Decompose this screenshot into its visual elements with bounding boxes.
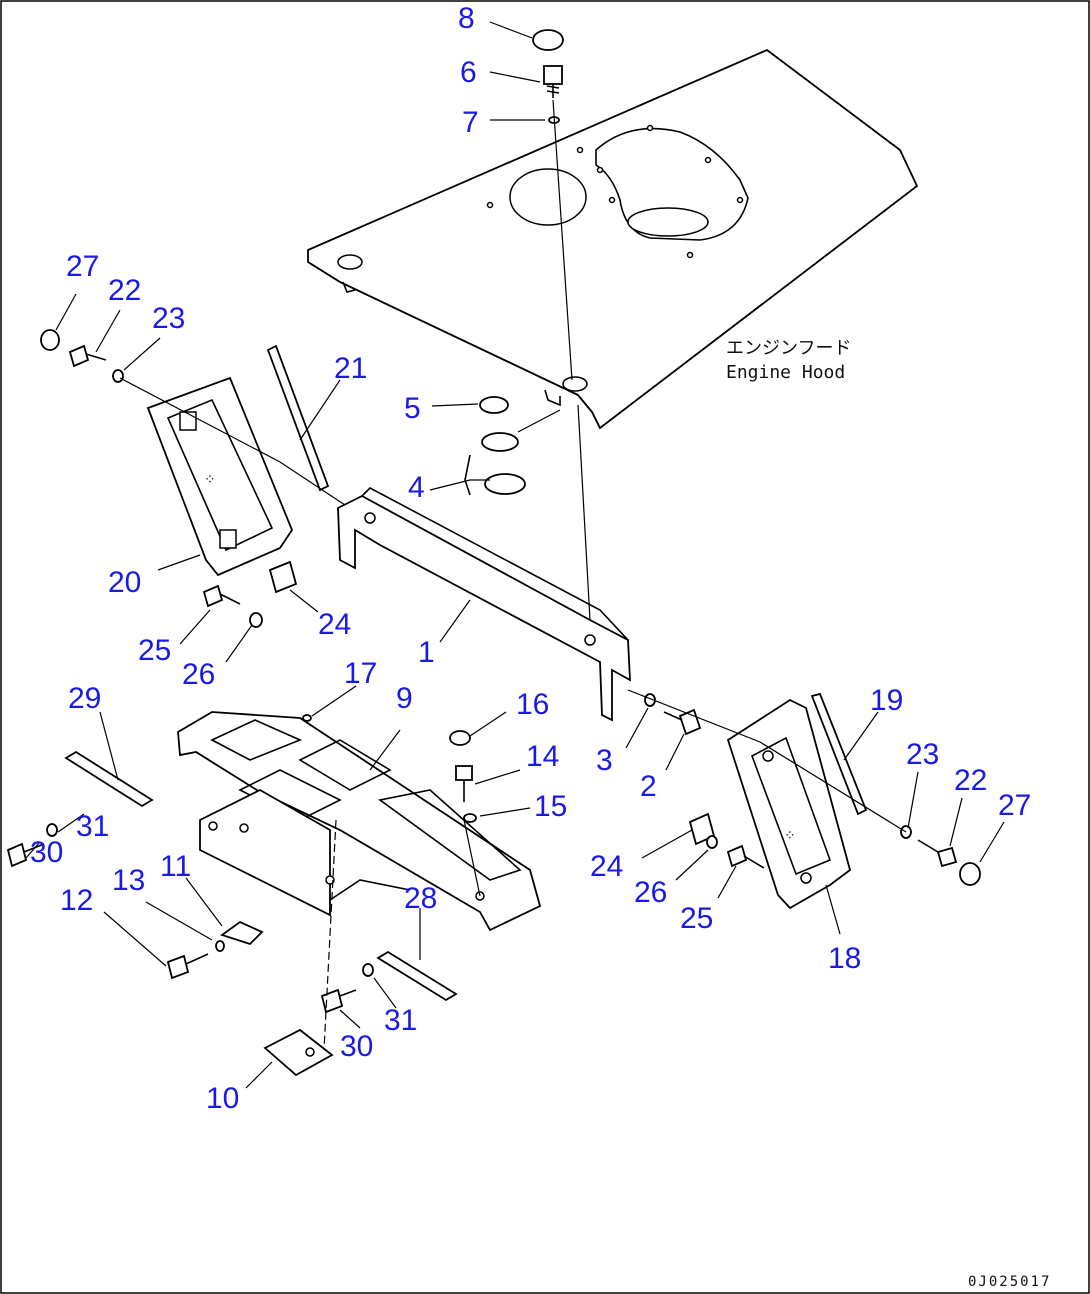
callout-9: 9 — [396, 682, 413, 715]
washer-part-5 — [479, 396, 509, 414]
callout-7: 7 — [462, 106, 479, 139]
callout-8: 8 — [458, 2, 475, 35]
washer-part-26-right — [706, 835, 718, 849]
washer-part-4b — [484, 473, 526, 495]
callout-25-left: 25 — [138, 634, 171, 667]
washer-part-26-left — [249, 612, 263, 628]
washer-part-31-right — [362, 963, 374, 977]
callout-30-right: 30 — [340, 1030, 373, 1063]
washer-part-23-left — [112, 369, 124, 383]
rod-part-28 — [376, 950, 458, 1002]
callout-10: 10 — [206, 1082, 239, 1115]
washer-part-13 — [215, 940, 225, 952]
callout-1: 1 — [418, 636, 435, 669]
callout-23-right: 23 — [906, 738, 939, 771]
callout-12: 12 — [60, 884, 93, 917]
callout-4: 4 — [408, 471, 425, 504]
bolt-part-22-left — [68, 344, 90, 368]
bolt-part-2 — [663, 708, 702, 736]
callout-31-left: 31 — [76, 810, 109, 843]
callout-15: 15 — [534, 790, 567, 823]
callout-19: 19 — [870, 684, 903, 717]
callout-28: 28 — [404, 882, 437, 915]
leader-lines — [25, 21, 1005, 1089]
seal-strip-part-19 — [810, 692, 868, 816]
plate-part-10 — [263, 1028, 334, 1077]
bolt-part-14 — [455, 765, 473, 802]
assembly-axes — [119, 99, 907, 1051]
callout-25-right: 25 — [680, 902, 713, 935]
bolt-part-12 — [166, 954, 190, 980]
callout-30-left: 30 — [30, 836, 63, 869]
cap-part-16 — [449, 730, 471, 746]
bracket-part-1 — [337, 487, 631, 722]
callout-13: 13 — [112, 864, 145, 897]
callout-23-left: 23 — [152, 302, 185, 335]
callout-18: 18 — [828, 942, 861, 975]
washer-part-4a — [481, 432, 519, 452]
svg-text:⁘: ⁘ — [204, 472, 216, 488]
clip-part-11 — [220, 920, 264, 946]
clip-part-24-left — [268, 560, 298, 594]
callout-11: 11 — [160, 850, 191, 883]
callout-22-right: 22 — [954, 764, 987, 797]
callout-6: 6 — [460, 56, 477, 89]
cover-part-18: ⁘ — [726, 698, 852, 910]
svg-text:⁘: ⁘ — [784, 828, 796, 844]
callout-14: 14 — [526, 740, 559, 773]
callout-5: 5 — [404, 392, 421, 425]
callout-3: 3 — [596, 744, 613, 777]
callout-27-right: 27 — [998, 789, 1031, 822]
callout-31-right: 31 — [384, 1004, 417, 1037]
bracket-part-9 — [177, 711, 542, 932]
bolt-part-22-right — [936, 846, 958, 868]
cap-part-27-left — [40, 329, 60, 351]
callout-labels: 8 6 7 5 4 1 3 2 27 22 23 21 20 24 25 26 … — [30, 2, 1031, 1115]
rod-part-29 — [64, 750, 154, 808]
washer-part-17 — [302, 714, 312, 722]
callout-29: 29 — [68, 682, 101, 715]
callout-2: 2 — [640, 770, 657, 803]
callout-26-right: 26 — [634, 876, 667, 909]
bolt-part-30-left — [6, 842, 28, 868]
hood-label-english: Engine Hood — [726, 362, 845, 383]
drawing-code: 0J025017 — [968, 1274, 1051, 1290]
callout-22-left: 22 — [108, 274, 141, 307]
callout-26-left: 26 — [182, 658, 215, 691]
bolt-part-25-right — [726, 844, 748, 868]
cap-part-27-right — [959, 862, 981, 886]
callout-24-left: 24 — [318, 608, 351, 641]
hood-label-japanese: エンジンフード — [726, 338, 851, 359]
cover-part-20: ⁘ — [146, 376, 294, 577]
bolt-part-30-right — [320, 988, 344, 1014]
callout-20: 20 — [108, 566, 141, 599]
callout-21: 21 — [334, 352, 367, 385]
bolt-part-6 — [543, 65, 563, 98]
washer-part-15 — [463, 813, 477, 823]
callout-27-left: 27 — [66, 250, 99, 283]
washer-part-31-left — [46, 823, 58, 837]
callout-16: 16 — [516, 688, 549, 721]
cap-part-8 — [532, 29, 564, 51]
callout-17: 17 — [344, 657, 377, 690]
callout-24-right: 24 — [590, 850, 623, 883]
seal-strip-part-21 — [266, 344, 330, 492]
bolt-part-25-left — [202, 584, 224, 608]
engine-hood — [307, 48, 919, 430]
